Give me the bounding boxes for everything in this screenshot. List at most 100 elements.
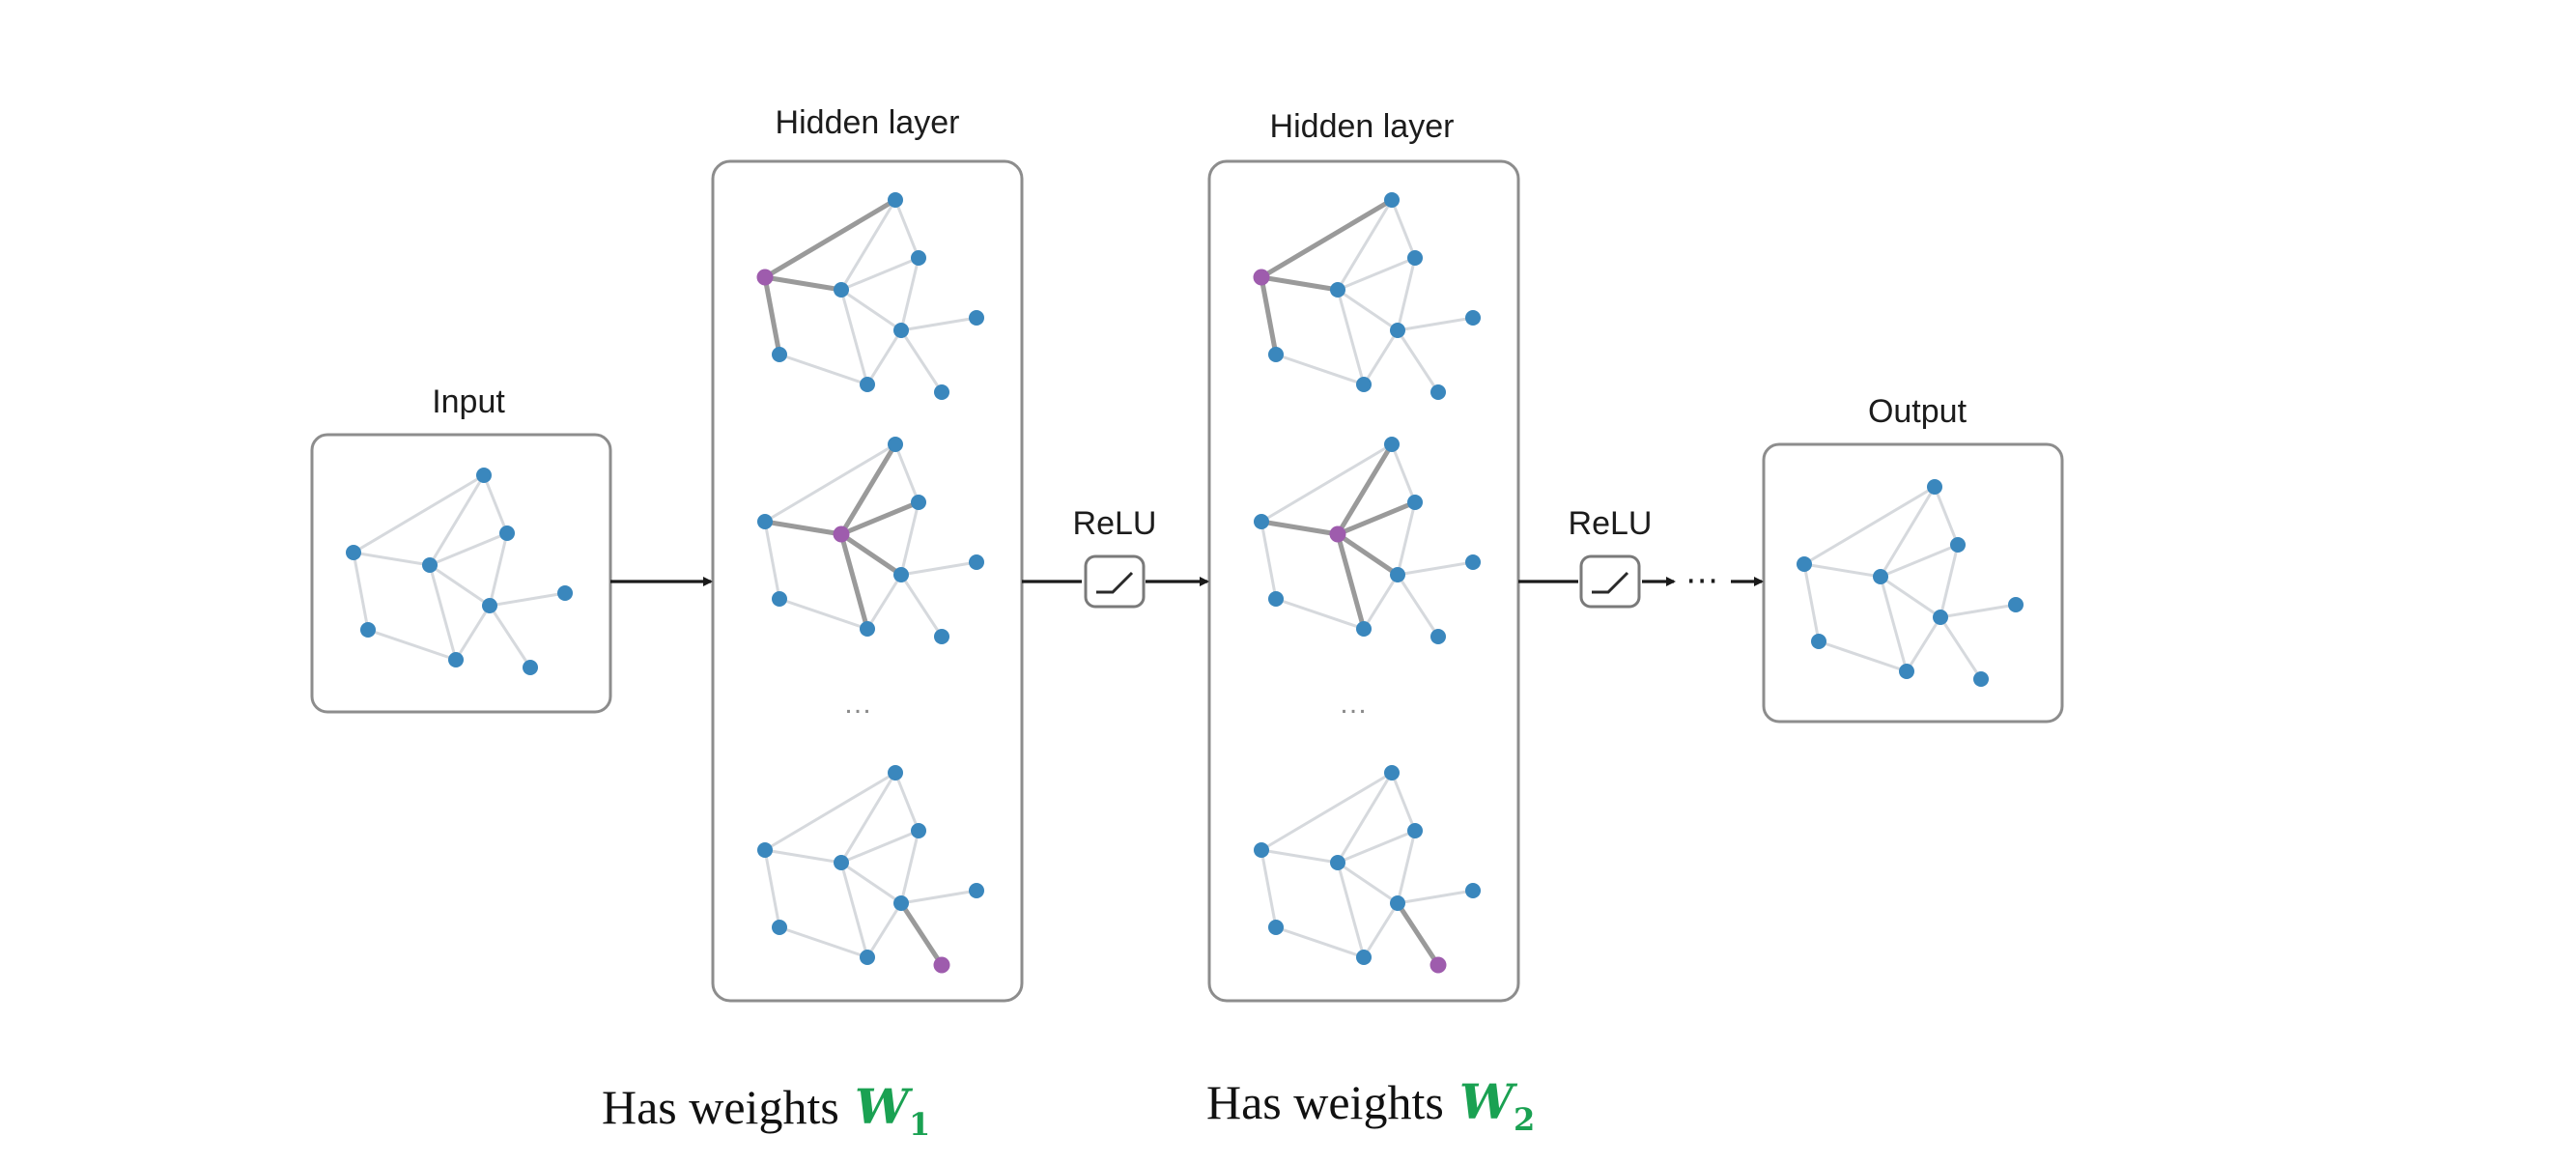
graph-node: [888, 192, 903, 208]
graph-edge: [764, 442, 896, 524]
graph-edge: [488, 605, 532, 668]
highlighted-edge: [763, 197, 897, 280]
graph-edge: [1337, 861, 1399, 905]
relu-2-label: ReLU: [1569, 505, 1653, 542]
graph-node: [969, 554, 984, 570]
graph-node: [360, 622, 376, 638]
graph-node: [1873, 569, 1888, 584]
graph-node: [1933, 610, 1948, 625]
graph-edge: [840, 829, 920, 865]
graph-node: [1950, 537, 1966, 553]
highlighted-edge: [1395, 901, 1441, 967]
graph-node: [1811, 634, 1826, 649]
graph-node: [757, 842, 773, 858]
highlighted-edge: [1260, 274, 1339, 293]
hidden-layer-2-graph-2: [1254, 437, 1481, 644]
output-panel: [1762, 442, 2064, 724]
graph-edge: [764, 848, 842, 865]
graph-edge: [352, 552, 370, 631]
graph-edge: [1905, 616, 1942, 672]
hidden-layer-1-graph-3: [757, 765, 984, 974]
graph-node: [1356, 377, 1372, 392]
graph-edge: [1939, 544, 1960, 618]
hidden-layer-2-graph-3: [1254, 765, 1481, 974]
graph-node: [1356, 621, 1372, 637]
graph-node: [911, 495, 926, 510]
graph-edge: [488, 532, 509, 607]
graph-edge: [1396, 329, 1440, 393]
hidden-layer-2-panel: [1207, 159, 1520, 1003]
graph-node: [1465, 883, 1481, 898]
graph-node: [860, 377, 875, 392]
graph-edge: [1275, 925, 1365, 959]
graph-node: [969, 310, 984, 326]
hidden-layer-1-ellipsis: …: [843, 688, 876, 720]
graph-edge: [1390, 199, 1417, 259]
graph-node: [772, 347, 787, 362]
graph-edge: [1337, 829, 1416, 865]
graph-node: [2008, 597, 2024, 612]
graph-node: [1899, 664, 1914, 679]
graph-edge: [839, 289, 869, 385]
graph-edge: [1939, 616, 1983, 680]
graph-edge: [839, 199, 897, 291]
graph-edge: [1390, 772, 1417, 832]
graph-node: [1330, 855, 1345, 870]
graph-edge: [1336, 289, 1366, 385]
graph-node: [422, 557, 438, 573]
graph-edge: [1336, 772, 1394, 864]
relu-2-box: [1579, 554, 1641, 609]
highlighted-edge: [840, 499, 920, 537]
graph-edge: [893, 772, 920, 832]
highlighted-edge: [764, 274, 842, 293]
graph-edge: [763, 521, 781, 600]
graph-edge: [1260, 849, 1278, 928]
graph-node: [1390, 323, 1405, 338]
graph-node: [1356, 950, 1372, 965]
graph-edge: [1362, 574, 1400, 630]
highlighted-edge: [1336, 531, 1400, 578]
graph-edge: [353, 473, 485, 554]
graph-edge: [893, 199, 920, 259]
graph-edge: [367, 628, 457, 662]
highlighted-node: [756, 269, 774, 286]
highlighted-edge: [1259, 276, 1279, 355]
graph-edge: [1396, 574, 1440, 638]
graph-edge: [429, 531, 508, 567]
graph-edge: [428, 474, 486, 566]
graph-node: [1268, 347, 1284, 362]
graph-edge: [839, 772, 897, 864]
graph-edge: [764, 771, 896, 852]
graph-edge: [839, 862, 869, 958]
graph-node: [1384, 192, 1400, 208]
graph-edge: [778, 597, 868, 631]
graph-edge: [899, 574, 944, 638]
graph-edge: [840, 288, 902, 332]
graph-edge: [1336, 199, 1394, 291]
graph-node: [911, 250, 926, 266]
graph-edge: [454, 605, 492, 661]
graph-edge: [1362, 902, 1400, 958]
graph-node: [1268, 920, 1284, 935]
graph-edge: [428, 564, 458, 661]
graph-edge: [1260, 442, 1393, 524]
graph-edge: [1390, 443, 1417, 503]
graph-node: [448, 652, 464, 667]
graph-node: [757, 514, 773, 529]
graph-node: [523, 660, 538, 675]
graph-edge: [1939, 603, 2017, 619]
output-graph: [1797, 479, 2024, 687]
highlighted-edge: [1260, 197, 1394, 280]
graph-node: [888, 437, 903, 452]
input-panel: [310, 433, 612, 714]
graph-edge: [1879, 576, 1909, 672]
graph-edge: [899, 257, 920, 331]
graph-node: [860, 950, 875, 965]
hidden-layer-2-label: Hidden layer: [1270, 108, 1455, 145]
graph-edge: [1933, 486, 1960, 546]
graph-edge: [1880, 543, 1959, 579]
ellipsis-between-layers: ⋯: [1685, 562, 1718, 599]
graph-edge: [1260, 771, 1393, 852]
hidden-layer-2-graph-1: [1253, 192, 1481, 400]
